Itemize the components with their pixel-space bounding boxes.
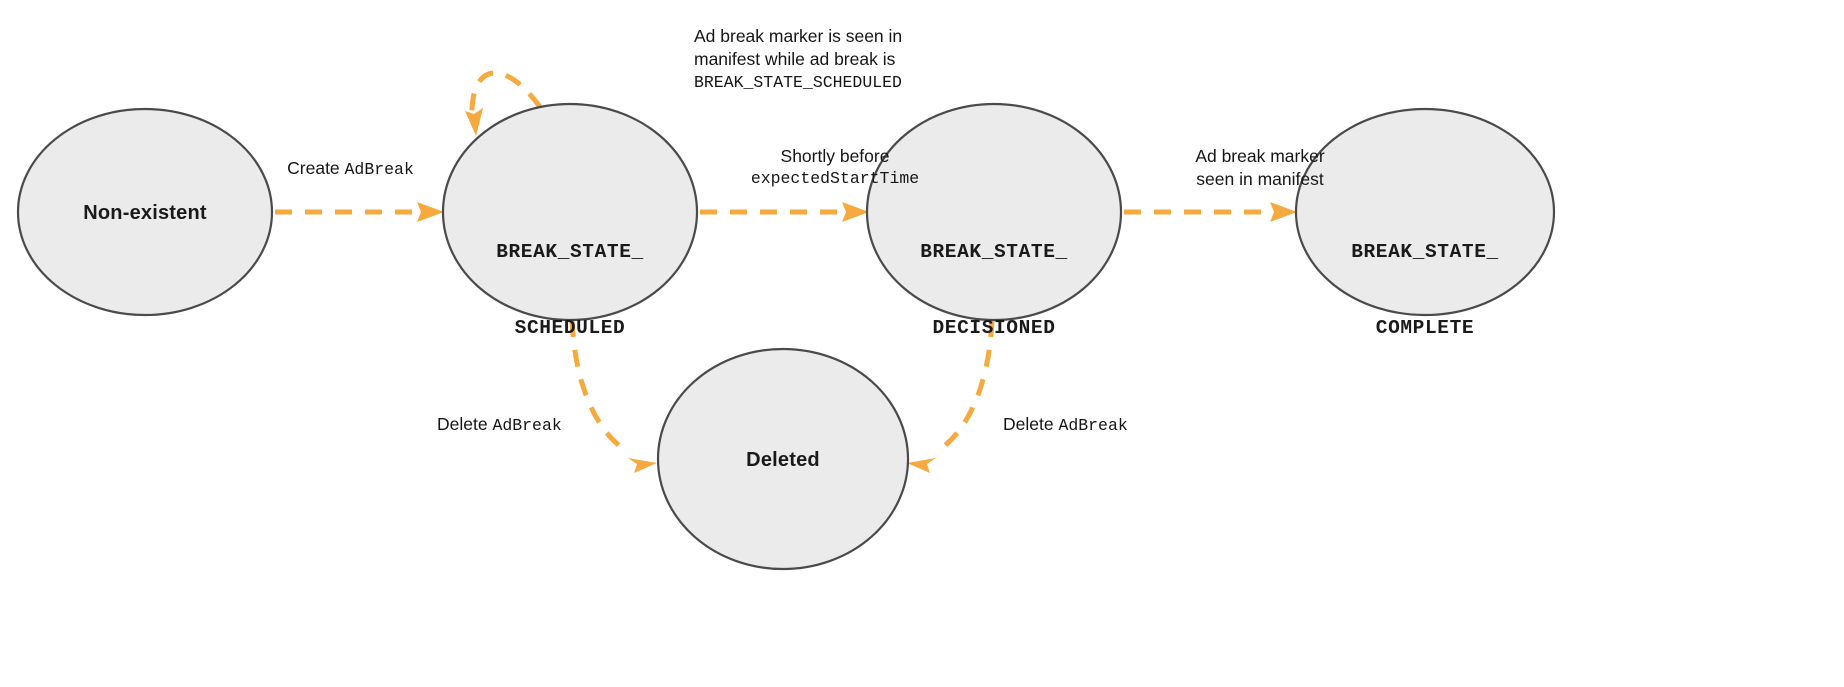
edge-marker-seen-while-scheduled bbox=[465, 70, 543, 136]
edge-delete-adbreak-from-decisioned bbox=[907, 319, 995, 473]
edge-delete-adbreak-from-decisioned-arrowhead bbox=[907, 458, 936, 473]
edge-delete-adbreak-from-scheduled-arrowhead bbox=[628, 458, 657, 473]
edge-shortly-before-expected-start-time bbox=[700, 202, 869, 222]
edge-create-adbreak bbox=[275, 202, 444, 222]
node-break-state-decisioned[interactable] bbox=[865, 102, 1123, 322]
edge-marker-seen-while-scheduled-arrowhead bbox=[465, 108, 483, 136]
node-break-state-scheduled[interactable] bbox=[441, 102, 699, 322]
edge-delete-adbreak-from-scheduled bbox=[569, 319, 657, 473]
node-non-existent[interactable] bbox=[16, 107, 274, 317]
edge-shortly-before-expected-start-time-arrowhead bbox=[842, 202, 869, 222]
edge-marker-seen-while-scheduled-line bbox=[469, 70, 543, 119]
edge-delete-adbreak-from-decisioned-line bbox=[934, 319, 995, 455]
node-deleted[interactable] bbox=[656, 347, 910, 571]
edge-delete-adbreak-from-scheduled-line bbox=[569, 319, 630, 455]
edge-marker-seen-in-manifest bbox=[1124, 202, 1297, 222]
node-break-state-complete[interactable] bbox=[1294, 107, 1556, 317]
edge-create-adbreak-arrowhead bbox=[417, 202, 444, 222]
edge-marker-seen-in-manifest-arrowhead bbox=[1270, 202, 1297, 222]
